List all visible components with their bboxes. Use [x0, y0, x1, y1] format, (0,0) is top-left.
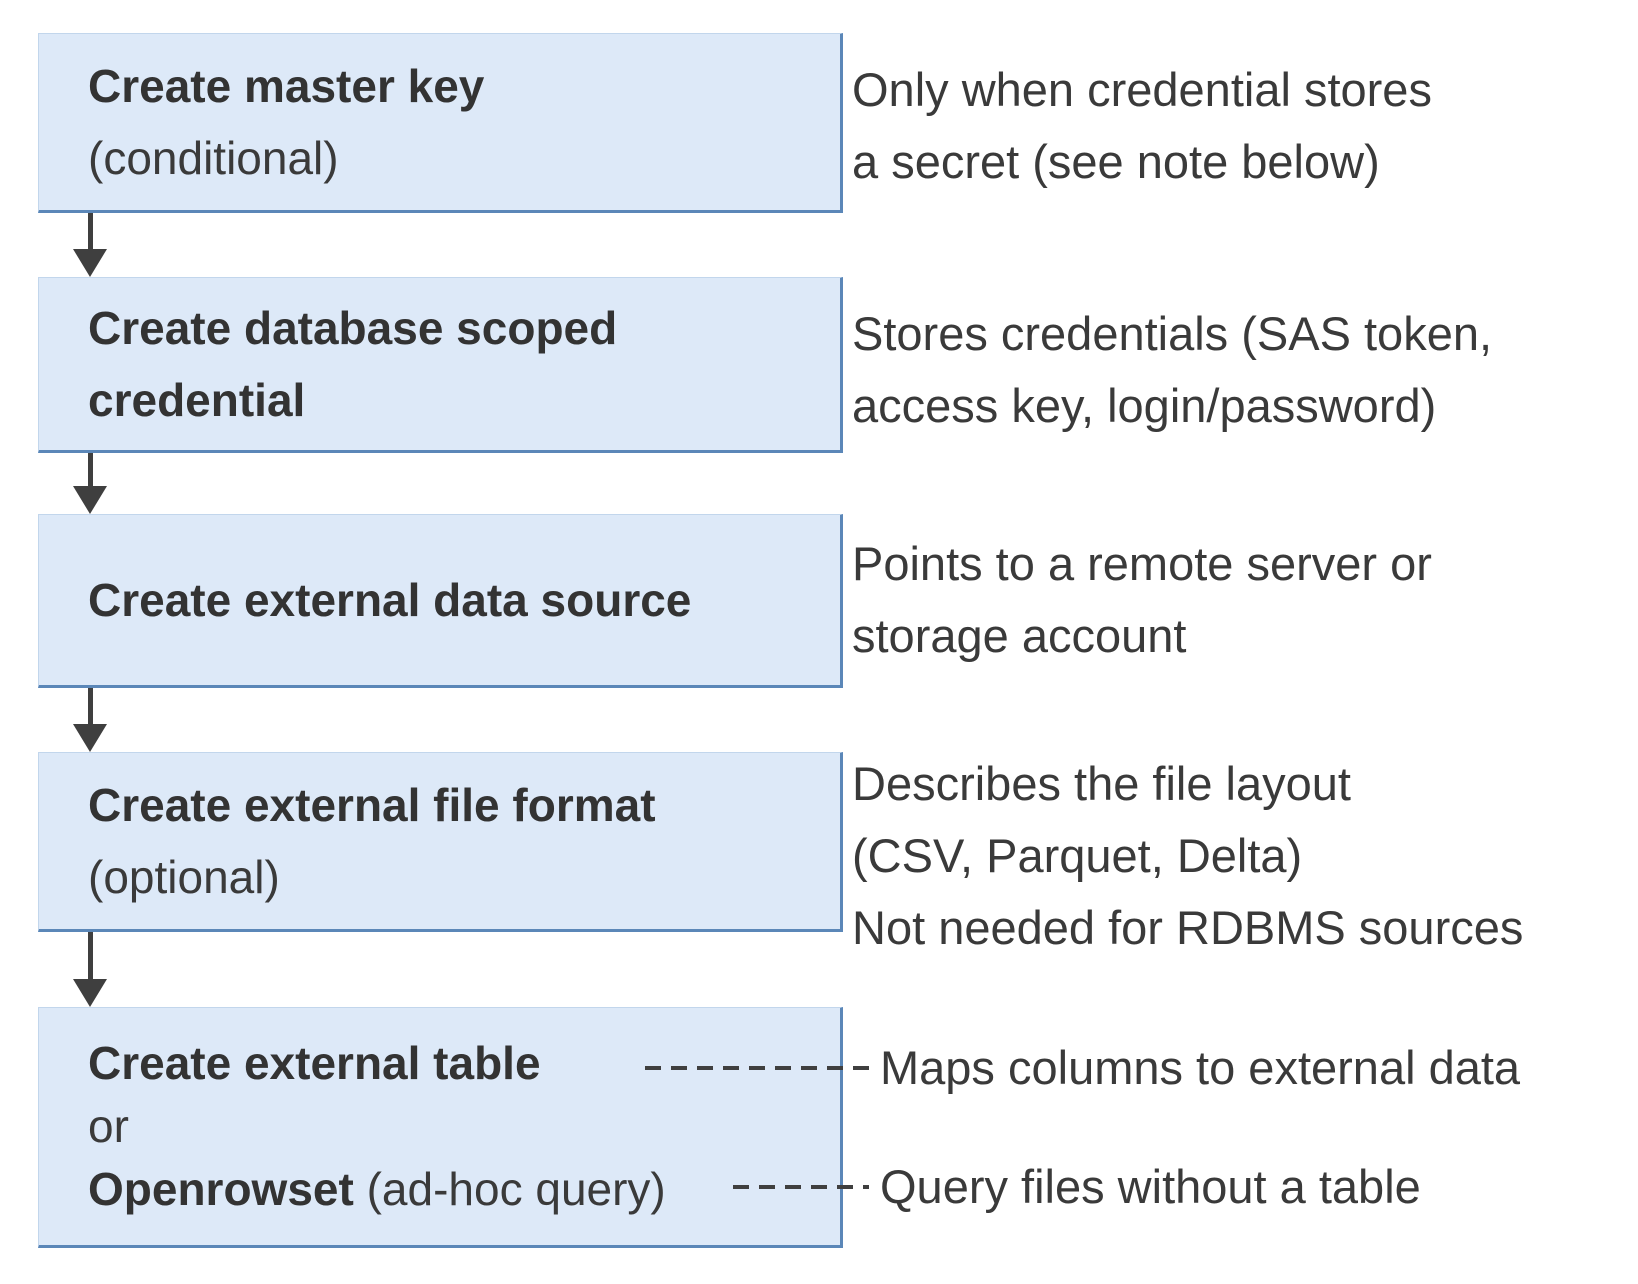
note-file-format: Describes the file layout (CSV, Parquet,…	[852, 748, 1523, 964]
step-or-label: or	[88, 1100, 129, 1152]
step-title-openrowset: Openrowset (ad-hoc query)	[88, 1158, 840, 1221]
flow-arrow-1-stem	[88, 213, 93, 249]
note-external-table: Maps columns to external data	[880, 1032, 1520, 1104]
flow-arrow-1-head-icon	[73, 249, 107, 277]
step-subtitle: (optional)	[88, 851, 280, 903]
note-line: Not needed for RDBMS sources	[852, 901, 1524, 954]
flow-arrow-4-stem	[88, 932, 93, 979]
step-title: Create master key	[88, 60, 485, 112]
flow-arrow-4-head-icon	[73, 979, 107, 1007]
flow-arrow-2-stem	[88, 453, 93, 486]
note-master-key: Only when credential stores a secret (se…	[852, 54, 1432, 198]
step-title-rest: (ad-hoc query)	[353, 1163, 666, 1215]
note-line: Points to a remote server or	[852, 537, 1432, 590]
note-line: Maps columns to external data	[880, 1041, 1521, 1094]
dashed-connector-openrowset	[733, 1185, 869, 1189]
step-title: credential	[88, 374, 306, 426]
note-line: a secret (see note below)	[852, 135, 1380, 188]
flow-arrow-2-head-icon	[73, 486, 107, 514]
step-box-external-data-source: Create external data source	[38, 514, 843, 688]
step-box-external-file-format: Create external file format (optional)	[38, 752, 843, 932]
step-title: Create database scoped	[88, 302, 618, 354]
step-title: Create external table	[88, 1037, 541, 1089]
step-title: Create external data source	[88, 574, 692, 626]
note-line: Query files without a table	[880, 1160, 1421, 1213]
note-line: access key, login/password)	[852, 379, 1437, 432]
note-credential: Stores credentials (SAS token, access ke…	[852, 298, 1492, 442]
dashed-connector-external-table	[645, 1066, 870, 1070]
step-title-bold: Openrowset	[88, 1163, 354, 1215]
note-openrowset: Query files without a table	[880, 1151, 1421, 1223]
note-line: Describes the file layout	[852, 757, 1351, 810]
step-box-external-table-openrowset: Create external table or Openrowset (ad-…	[38, 1007, 843, 1248]
note-line: storage account	[852, 609, 1187, 662]
step-box-database-scoped-credential: Create database scoped credential	[38, 277, 843, 453]
note-line: (CSV, Parquet, Delta)	[852, 829, 1303, 882]
step-box-create-master-key: Create master key (conditional)	[38, 33, 843, 213]
flow-arrow-3-head-icon	[73, 724, 107, 752]
step-subtitle: (conditional)	[88, 132, 339, 184]
note-data-source: Points to a remote server or storage acc…	[852, 528, 1432, 672]
flow-arrow-3-stem	[88, 688, 93, 724]
step-title: Create external file format	[88, 779, 656, 831]
note-line: Only when credential stores	[852, 63, 1432, 116]
note-line: Stores credentials (SAS token,	[852, 307, 1493, 360]
